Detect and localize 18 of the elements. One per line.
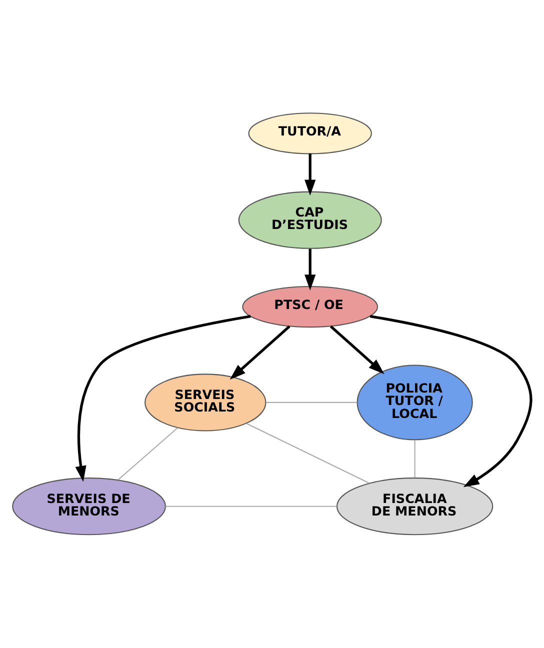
- node-ellipse: CAP D’ESTUDIS: [238, 191, 382, 249]
- arrow: [304, 248, 316, 291]
- node-ellipse: PTSC / OE: [242, 286, 378, 328]
- node-ellipse: SERVEIS DE MENORS: [12, 478, 166, 536]
- connector: [266, 402, 358, 403]
- node-ellipse: SERVEIS SOCIALS: [144, 374, 266, 432]
- arrow: [330, 325, 384, 374]
- connector: [414, 440, 416, 478]
- connector: [165, 506, 337, 507]
- node-ellipse: FISCALIA DE MENORS: [336, 478, 494, 536]
- arrow: [304, 154, 316, 196]
- connector: [246, 423, 370, 484]
- connector: [118, 428, 178, 480]
- arrow: [75, 314, 251, 482]
- arrow: [370, 314, 532, 488]
- node-ellipse: POLICIA TUTOR / LOCAL: [356, 364, 473, 440]
- arrow: [230, 325, 290, 380]
- node-ellipse: TUTOR/A: [248, 112, 372, 154]
